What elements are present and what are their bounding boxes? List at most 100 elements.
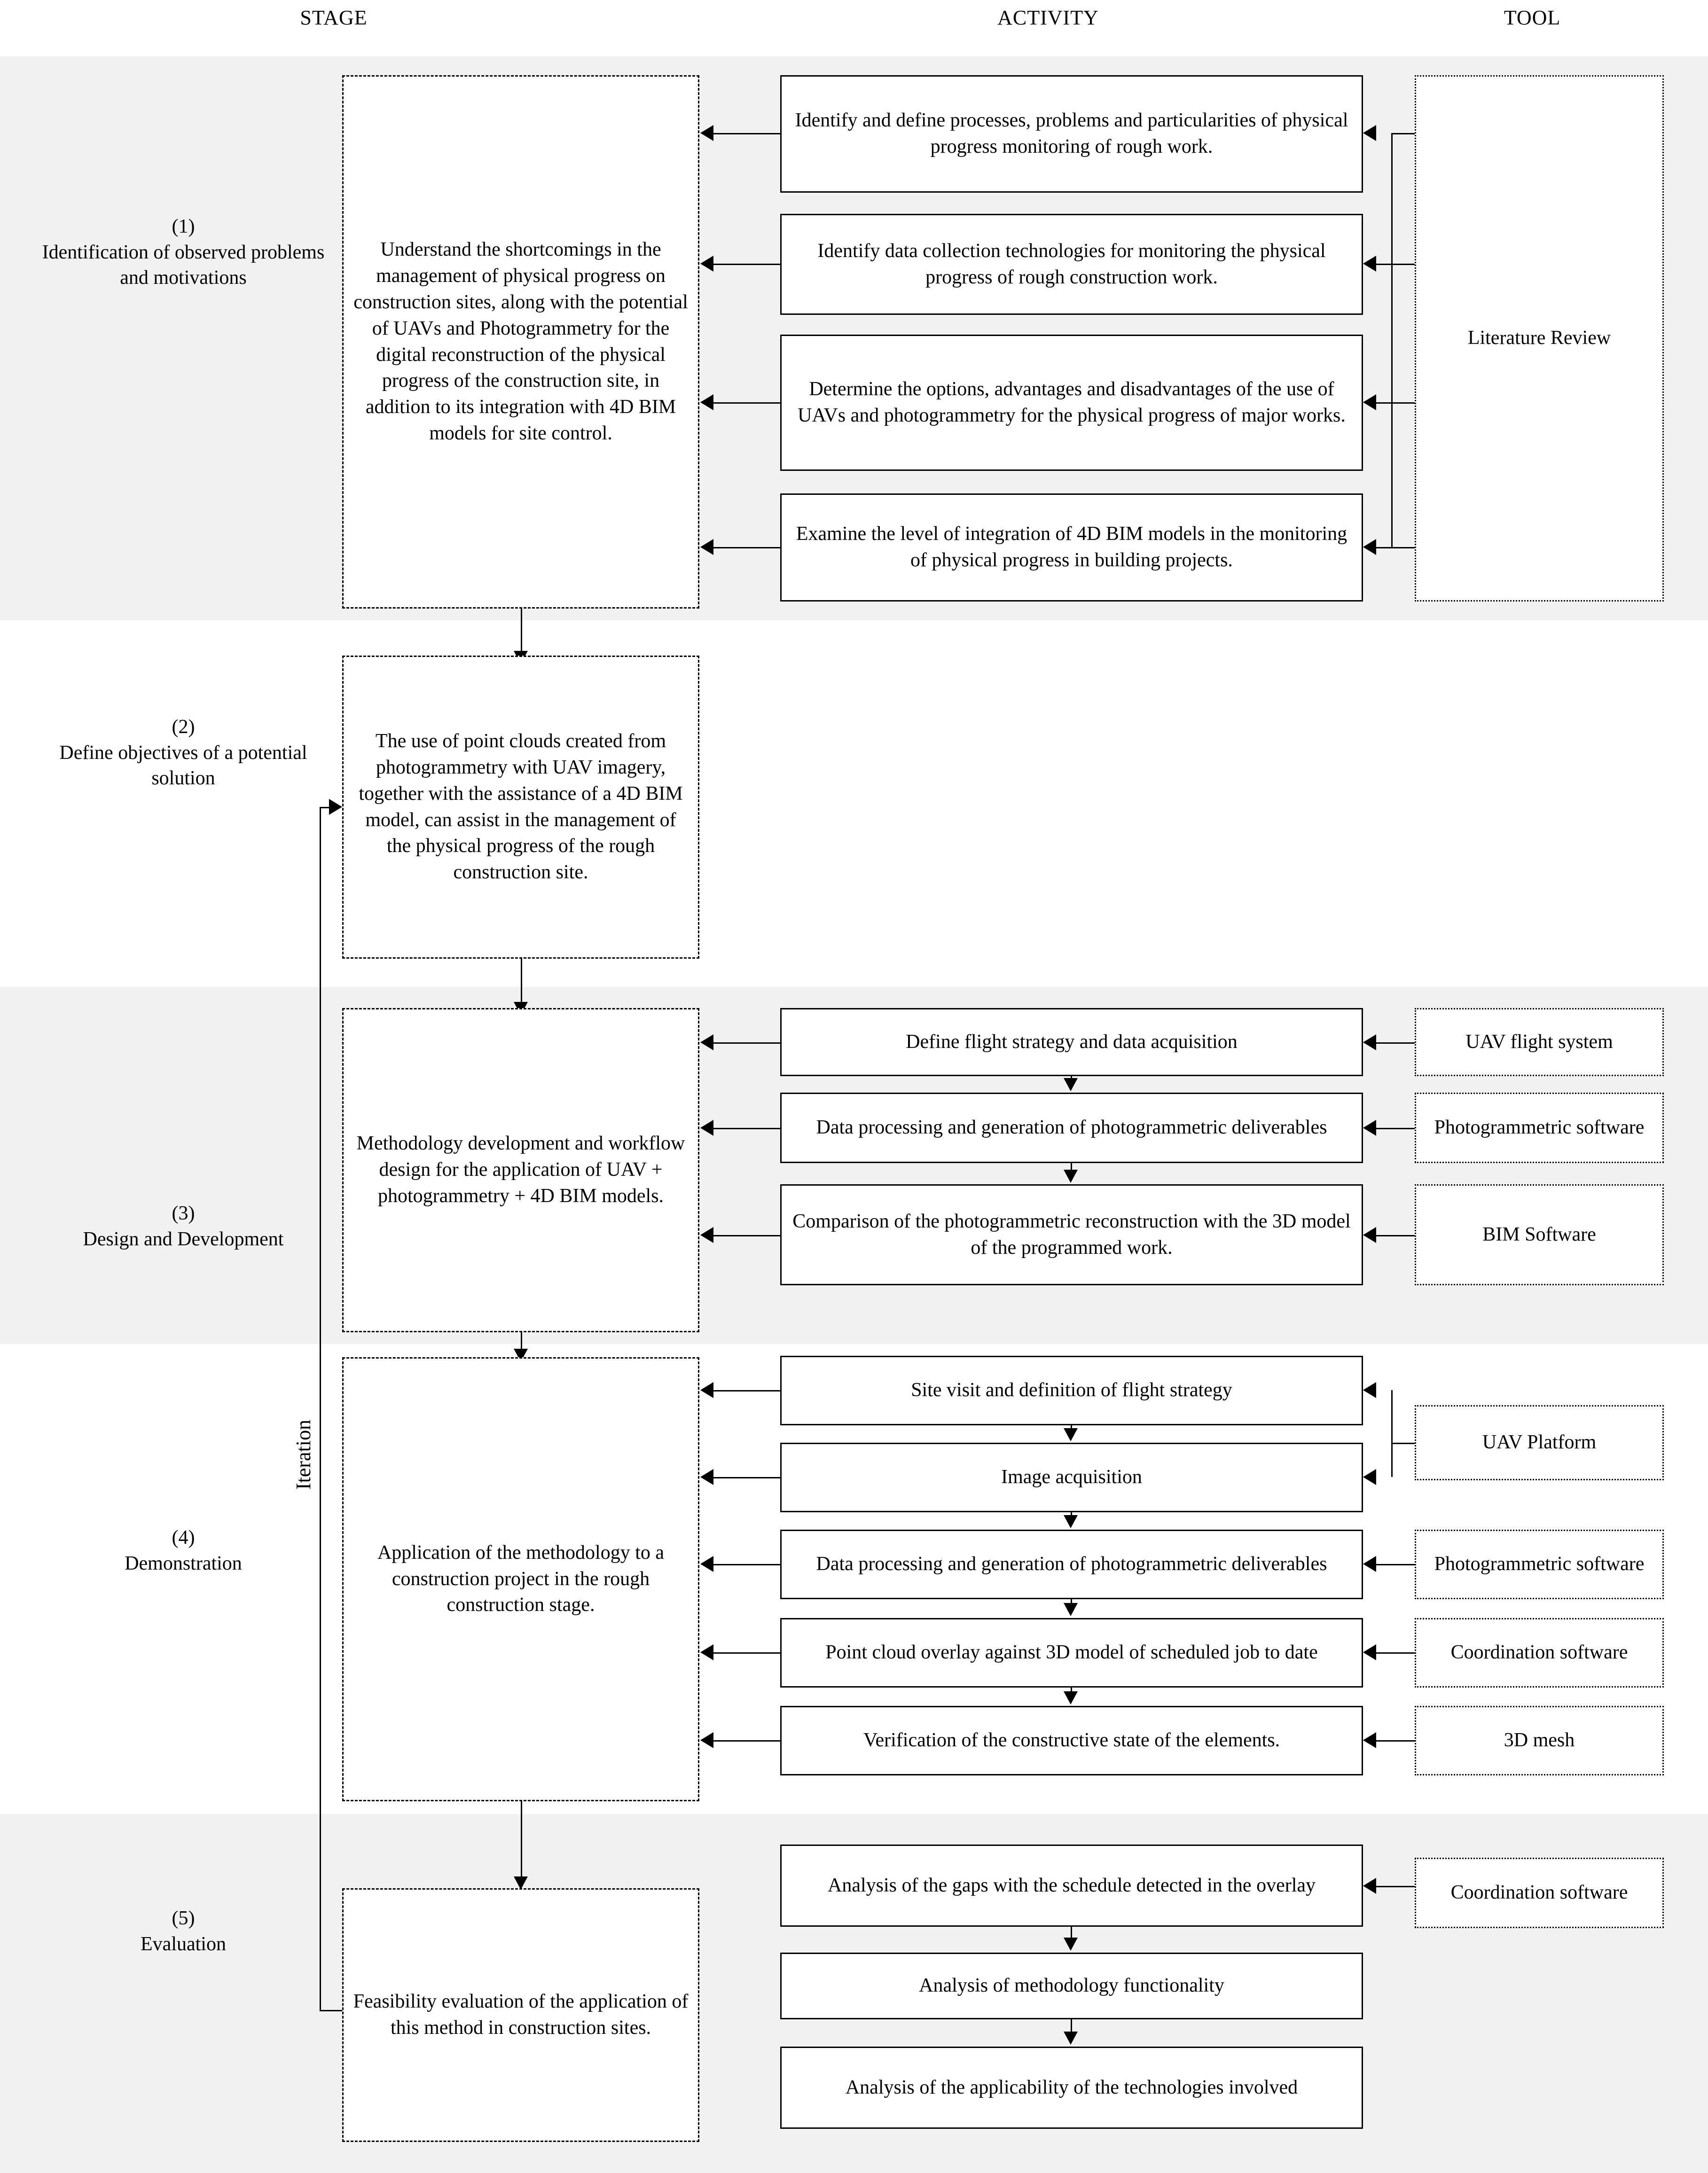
tool-arrow-5-1 [1363, 1878, 1376, 1894]
activity-box-4-2: Image acquisition [780, 1443, 1363, 1512]
tool-box-4-3: Coordination software [1415, 1618, 1664, 1688]
activity-box-3-3: Comparison of the photogrammetric recons… [780, 1184, 1363, 1285]
stage-band-2 [0, 620, 1708, 987]
chain-5-1 [1071, 1927, 1072, 1939]
chain-4-3 [1071, 1599, 1072, 1604]
tool-branch-1-4 [1376, 547, 1415, 548]
tool-branch-3-3 [1376, 1235, 1415, 1236]
arrowhead-a1-1 [700, 125, 713, 141]
iteration-arrowhead [329, 799, 342, 815]
tool-arrow-4-1 [1363, 1382, 1376, 1398]
stage-statement-box-1: Understand the shortcomings in the manag… [342, 75, 699, 609]
iteration-loop-line [320, 807, 321, 2010]
activity-box-5-3: Analysis of the applicability of the tec… [780, 2047, 1363, 2129]
column-header-stage: STAGE [300, 6, 368, 29]
arrowhead-a4-4 [700, 1644, 713, 1660]
arrowhead-a3-2 [700, 1120, 713, 1136]
stage-number-5: (5) [172, 1907, 195, 1929]
activity-box-1-1: Identify and define processes, problems … [780, 75, 1363, 193]
connector-a1-1 [713, 133, 780, 134]
tool-branch-5-1 [1376, 1886, 1415, 1887]
tool-arrow-4-2 [1363, 1469, 1376, 1485]
connector-a3-3 [713, 1235, 780, 1236]
connector-a3-2 [713, 1128, 780, 1129]
tool-box-4-1: UAV Platform [1415, 1405, 1664, 1480]
tool-arrow-3-2 [1363, 1120, 1376, 1136]
stage-name-2: Define objectives of a potential solutio… [59, 742, 307, 789]
arrowhead-a4-3 [700, 1556, 713, 1572]
stage-number-4: (4) [172, 1527, 195, 1548]
tool-bus-1 [1391, 133, 1393, 547]
chain-arrow-4-1 [1064, 1428, 1078, 1441]
tool-branch-1-2 [1376, 264, 1415, 265]
stage-number-1: (1) [172, 216, 195, 237]
stage-statement-box-3: Methodology development and workflow des… [342, 1008, 699, 1332]
tool-arrow-1-3 [1363, 394, 1376, 410]
tool-box-4-4: 3D mesh [1415, 1706, 1664, 1775]
activity-box-4-1: Site visit and definition of flight stra… [780, 1356, 1363, 1425]
activity-box-4-3: Data processing and generation of photog… [780, 1530, 1363, 1599]
chain-arrow-5-2 [1064, 2032, 1078, 2045]
arrowhead-a4-5 [700, 1732, 713, 1748]
chain-arrow-3-1 [1064, 1078, 1078, 1091]
column-header-activity: ACTIVITY [997, 6, 1099, 29]
tool-box-5-1: Coordination software [1415, 1858, 1664, 1928]
tool-branch-4-3 [1376, 1564, 1415, 1565]
tool-branch-1-1 [1391, 133, 1415, 134]
tool-box-3-3: BIM Software [1415, 1184, 1664, 1285]
tool-branch-3-2 [1376, 1128, 1415, 1129]
iteration-loop-top [320, 807, 329, 808]
stage-label-2: (2) Define objectives of a potential sol… [28, 714, 338, 791]
chain-arrow-4-3 [1064, 1603, 1078, 1616]
arrowhead-a4-1 [700, 1382, 713, 1398]
tool-box-3-1: UAV flight system [1415, 1008, 1664, 1076]
stage-label-3: (3) Design and Development [28, 1201, 338, 1252]
stage-statement-box-5: Feasibility evaluation of the applicatio… [342, 1888, 699, 2142]
activity-box-5-1: Analysis of the gaps with the schedule d… [780, 1845, 1363, 1927]
connector-a4-2 [713, 1477, 780, 1478]
tool-branch-4-4 [1376, 1652, 1415, 1654]
connector-a1-4 [713, 547, 780, 548]
iteration-loop-bottom [320, 2010, 342, 2011]
stage-label-5: (5) Evaluation [28, 1906, 338, 1957]
chain-3-2 [1071, 1163, 1072, 1170]
tool-arrow-3-1 [1363, 1034, 1376, 1050]
flow-stage1-to-stage2 [521, 609, 522, 656]
arrowhead-a3-1 [700, 1034, 713, 1050]
stage-statement-box-4: Application of the methodology to a cons… [342, 1357, 699, 1801]
tool-arrow-4-3 [1363, 1556, 1376, 1572]
arrowhead-a4-2 [700, 1469, 713, 1485]
tool-arrow-1-2 [1363, 256, 1376, 272]
connector-a4-5 [713, 1740, 780, 1742]
tool-box-4-2: Photogrammetric software [1415, 1530, 1664, 1599]
connector-a1-2 [713, 264, 780, 265]
activity-box-5-2: Analysis of methodology functionality [780, 1953, 1363, 2019]
stage-name-3: Design and Development [83, 1228, 284, 1250]
chain-arrow-3-2 [1064, 1170, 1078, 1183]
stage-statement-box-2: The use of point clouds created from pho… [342, 656, 699, 959]
stage-label-1: (1) Identification of observed problems … [28, 214, 338, 291]
tool-arrow-1-4 [1363, 539, 1376, 555]
iteration-label: Iteration [292, 1419, 315, 1490]
activity-box-3-1: Define flight strategy and data acquisit… [780, 1008, 1363, 1076]
chain-arrow-4-4 [1064, 1691, 1078, 1704]
tool-bus-4 [1391, 1390, 1393, 1477]
stage-label-4: (4) Demonstration [28, 1525, 338, 1576]
arrowhead-a1-4 [700, 539, 713, 555]
column-header-tool: TOOL [1504, 6, 1561, 29]
connector-a3-1 [713, 1042, 780, 1044]
stage-name-5: Evaluation [141, 1933, 226, 1955]
tool-branch-1-3 [1376, 402, 1415, 404]
tool-arrow-4-5 [1363, 1732, 1376, 1748]
arrowhead-a1-3 [700, 394, 713, 410]
chain-arrow-5-1 [1064, 1938, 1078, 1951]
stage-name-4: Demonstration [125, 1552, 242, 1574]
flow-stage4-to-stage5 [521, 1801, 522, 1881]
activity-box-3-2: Data processing and generation of photog… [780, 1093, 1363, 1163]
activity-box-4-5: Verification of the constructive state o… [780, 1706, 1363, 1775]
connector-a4-1 [713, 1390, 780, 1391]
flow-stage2-to-stage3 [521, 959, 522, 1008]
chain-4-2 [1071, 1512, 1072, 1516]
activity-box-1-4: Examine the level of integration of 4D B… [780, 493, 1363, 602]
